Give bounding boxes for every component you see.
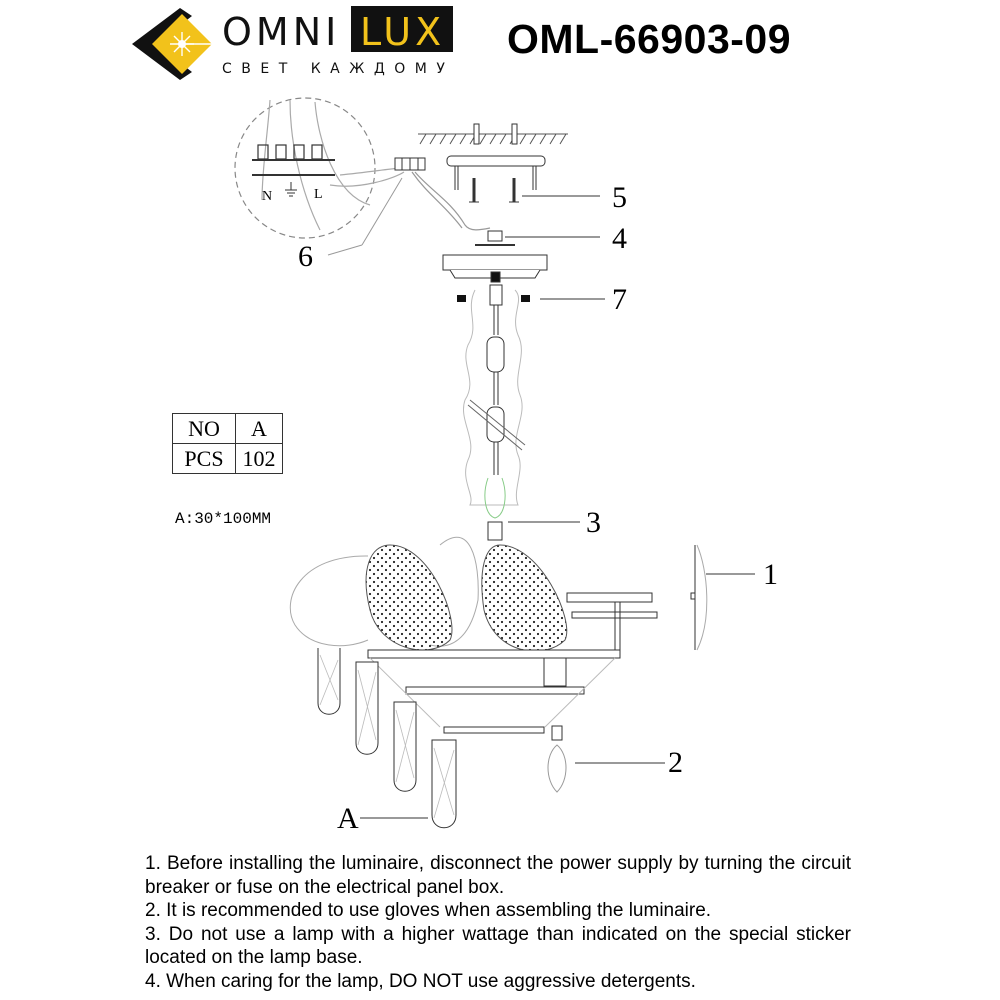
instruction-item: 2. It is recommended to use gloves when … — [145, 900, 712, 921]
callout-1: 1 — [763, 558, 778, 591]
table-cell: 102 — [235, 443, 283, 474]
shade-panel-icon — [690, 544, 708, 651]
wall-anchor-icon — [473, 123, 518, 145]
callout-2: 2 — [668, 746, 683, 779]
callout-5: 5 — [612, 181, 627, 214]
safety-instructions: 1. Before installing the luminaire, disc… — [145, 852, 851, 993]
logo-mark-icon — [132, 8, 212, 80]
model-number: OML-66903-09 — [507, 16, 792, 62]
part-dimension-note: A:30*100MM — [175, 510, 272, 528]
table-row: NO A — [172, 413, 283, 444]
lamp-body-icon — [289, 536, 708, 829]
callout-6: 6 — [298, 240, 313, 273]
callout-4: 4 — [612, 222, 627, 255]
wiring-l-label: L — [314, 187, 323, 202]
chain-icon — [463, 284, 526, 541]
spacer-block-icon — [457, 295, 530, 302]
callout-a: A — [337, 802, 359, 835]
instruction-item: 1. Before installing the luminaire, disc… — [145, 853, 851, 898]
nut-washer-icon — [475, 230, 515, 246]
wiring-n-label: N — [262, 189, 272, 204]
canopy-icon — [442, 254, 548, 283]
bulb-icon — [547, 725, 567, 793]
screw-icon — [469, 178, 519, 203]
brand-word-lux: LUX — [360, 10, 446, 54]
callout-3: 3 — [586, 506, 601, 539]
wiring-detail-icon — [234, 97, 405, 239]
brand-lux-box — [351, 6, 453, 52]
table-cell: PCS — [172, 443, 236, 474]
mounting-bracket-icon — [446, 155, 546, 190]
terminal-block-icon — [394, 157, 426, 171]
brand-word-omni: OMNI — [222, 10, 341, 54]
instruction-item: 3. Do not use a lamp with a higher watta… — [145, 923, 851, 969]
parts-spec-table: NO A PCS 102 — [172, 413, 283, 474]
callout-6-line — [361, 177, 403, 246]
ground-symbol-icon — [285, 182, 297, 197]
table-row: PCS 102 — [172, 443, 283, 474]
brand-tagline: СВЕТ КАЖДОМУ — [222, 61, 455, 77]
ceiling-icon — [418, 133, 568, 145]
instruction-item: 4. When caring for the lamp, DO NOT use … — [145, 970, 696, 992]
callout-7: 7 — [612, 283, 627, 316]
table-cell: A — [235, 413, 283, 444]
table-cell: NO — [172, 413, 236, 444]
